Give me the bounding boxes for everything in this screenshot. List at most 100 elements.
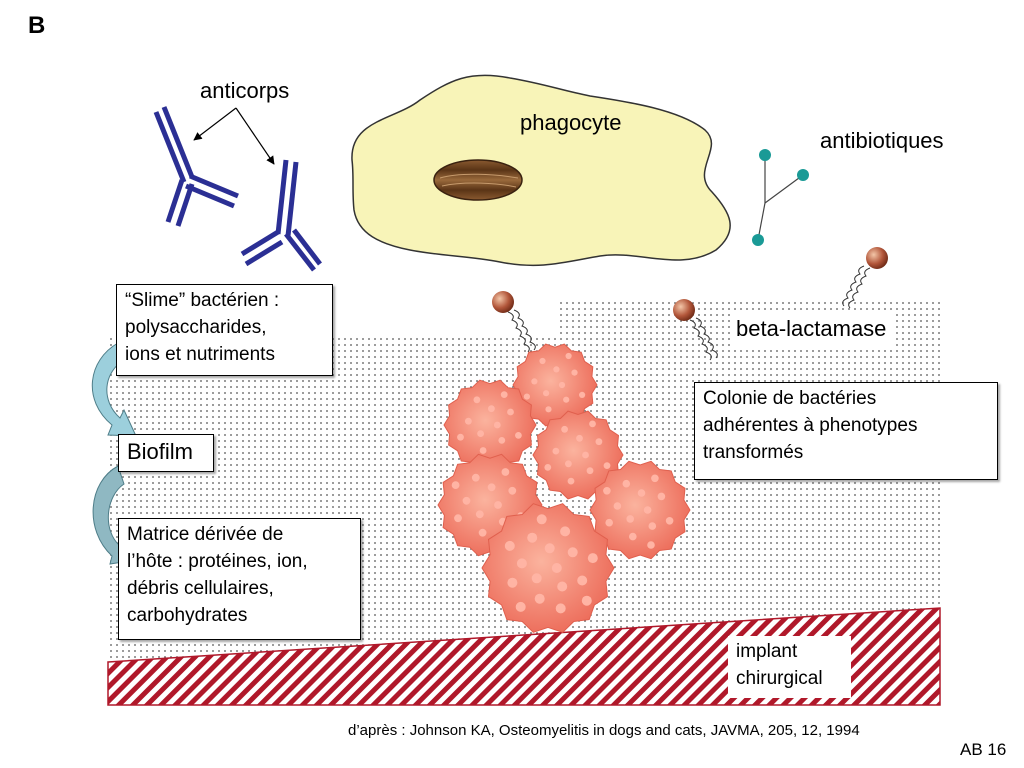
bacterium-dot [551, 563, 562, 573]
bacterium-dot [558, 381, 566, 389]
bacterium-dot [648, 522, 657, 530]
bacterium-dot [478, 528, 487, 537]
bacterium-dot [557, 581, 568, 592]
biofilm-box: Biofilm [118, 434, 214, 472]
bacterium-dot [487, 483, 496, 492]
bacterium-dot [494, 501, 502, 509]
bacterium-dot [565, 460, 572, 468]
bacterium-dot [587, 553, 598, 564]
beta-lactamase-enzyme-1 [492, 291, 536, 353]
bacterium-dot [560, 526, 571, 537]
bacterium-dot [507, 577, 518, 588]
anticorps-arrows [193, 107, 275, 165]
matrice-line-1: Matrice dérivée de [127, 524, 284, 545]
bacterium-5 [589, 460, 691, 560]
bacterium-dot [473, 396, 481, 404]
antibiotiques-label: antibiotiques [820, 128, 944, 153]
bacterium-dot [576, 434, 583, 442]
bacterium-dot [531, 378, 538, 385]
bacterium-dot [454, 514, 462, 523]
bacterium-dot [527, 532, 538, 543]
bacterium-dot [462, 496, 471, 505]
beta-lactamase-enzyme-2 [673, 299, 718, 361]
implant-box: implant chirurgical [728, 636, 851, 698]
bacterium-dot [651, 474, 659, 483]
implant-line-1: implant [736, 641, 798, 662]
bacterium-dot [643, 506, 652, 514]
bacterium-dot [657, 492, 666, 501]
page-reference: AB 16 [960, 740, 1007, 759]
bacterium-dot [516, 558, 527, 569]
matrice-line-3: débris cellulaires, [127, 578, 274, 599]
bacterium-dot [531, 573, 542, 584]
bacterium-dot [451, 481, 460, 489]
bacterium-dot [508, 486, 517, 495]
bacterium-dot [457, 433, 464, 441]
bacteria-colony [437, 343, 691, 633]
beta-lactamase-label: beta-lactamase [730, 312, 893, 346]
bacterium-dot [475, 510, 484, 519]
bacterium-dot [500, 391, 508, 398]
bacterium-dot [589, 420, 596, 428]
colonie-box: Colonie de bactéries adhérentes à phenot… [694, 382, 998, 480]
bacterium-dot [629, 532, 637, 541]
citation: d’après : Johnson KA, Osteomyelitis in d… [348, 722, 860, 739]
bacterium-dot [579, 391, 586, 398]
bacterium-dot [595, 438, 603, 446]
nucleus [433, 159, 523, 201]
bacterium-dot [504, 540, 515, 551]
slime-line-1: “Slime” bactérien : [125, 290, 280, 311]
matrice-line-4: carbohydrates [127, 605, 248, 626]
matrice-box: Matrice dérivée de l’hôte : protéines, i… [118, 518, 361, 640]
bacterium-dot [605, 518, 613, 527]
bacterium-6 [481, 503, 615, 633]
bacterium-dot [622, 479, 631, 488]
anticorps-label: anticorps [200, 78, 290, 103]
colonie-line-2: adhérentes à phenotypes [703, 415, 918, 436]
bacterium-dot [586, 467, 594, 475]
bacterium-dot [567, 547, 578, 558]
antibody-right [240, 159, 322, 272]
bacterium-dot [498, 437, 506, 444]
bacterium-dot [544, 464, 552, 471]
phagocyte-cell [351, 74, 731, 267]
implant-line-2: chirurgical [736, 668, 823, 689]
bacterium-2 [443, 379, 537, 471]
antibody-left [153, 106, 239, 227]
colonie-line-3: transformés [703, 442, 804, 463]
bacterium-dot [581, 595, 592, 606]
colonie-line-1: Colonie de bactéries [703, 388, 877, 409]
bacterium-dot [465, 417, 472, 425]
bacterium-dot [603, 487, 611, 495]
bacterium-dot [501, 468, 510, 476]
bacterium-dot [539, 357, 546, 365]
slime-line-2: polysaccharides, [125, 317, 267, 338]
matrice-line-2: l’hôte : protéines, ion, [127, 551, 308, 572]
bacterium-dot [515, 432, 522, 439]
bacterium-dot [545, 406, 552, 413]
bacterium-dot [571, 369, 578, 376]
bacterium-dot [507, 408, 514, 416]
bacterium-dot [544, 543, 555, 554]
bacterium-dot [536, 514, 547, 525]
bacterium-dot [565, 352, 572, 360]
antibiotic-molecule [752, 149, 809, 246]
bacterium-dot [515, 601, 526, 612]
bacterium-dot [613, 502, 622, 510]
bacterium-dot [637, 489, 646, 497]
bacterium-dot [626, 515, 634, 523]
bacterium-dot [477, 430, 484, 437]
bacterium-dot [665, 517, 674, 525]
phagocyte-label: phagocyte [520, 110, 622, 135]
bacterium-dot [471, 473, 480, 482]
bacterium-dot [582, 451, 589, 459]
bacterium-dot [493, 421, 501, 429]
bacterium-dot [561, 425, 568, 433]
bacterium-dot [553, 366, 560, 373]
bacterium-dot [479, 447, 487, 454]
slime-line-3: ions et nutriments [125, 344, 275, 365]
bacterium-dot [603, 462, 611, 469]
bacterium-dot [488, 405, 495, 413]
bacterium-dot [647, 541, 655, 549]
bacterium-dot [577, 575, 588, 586]
